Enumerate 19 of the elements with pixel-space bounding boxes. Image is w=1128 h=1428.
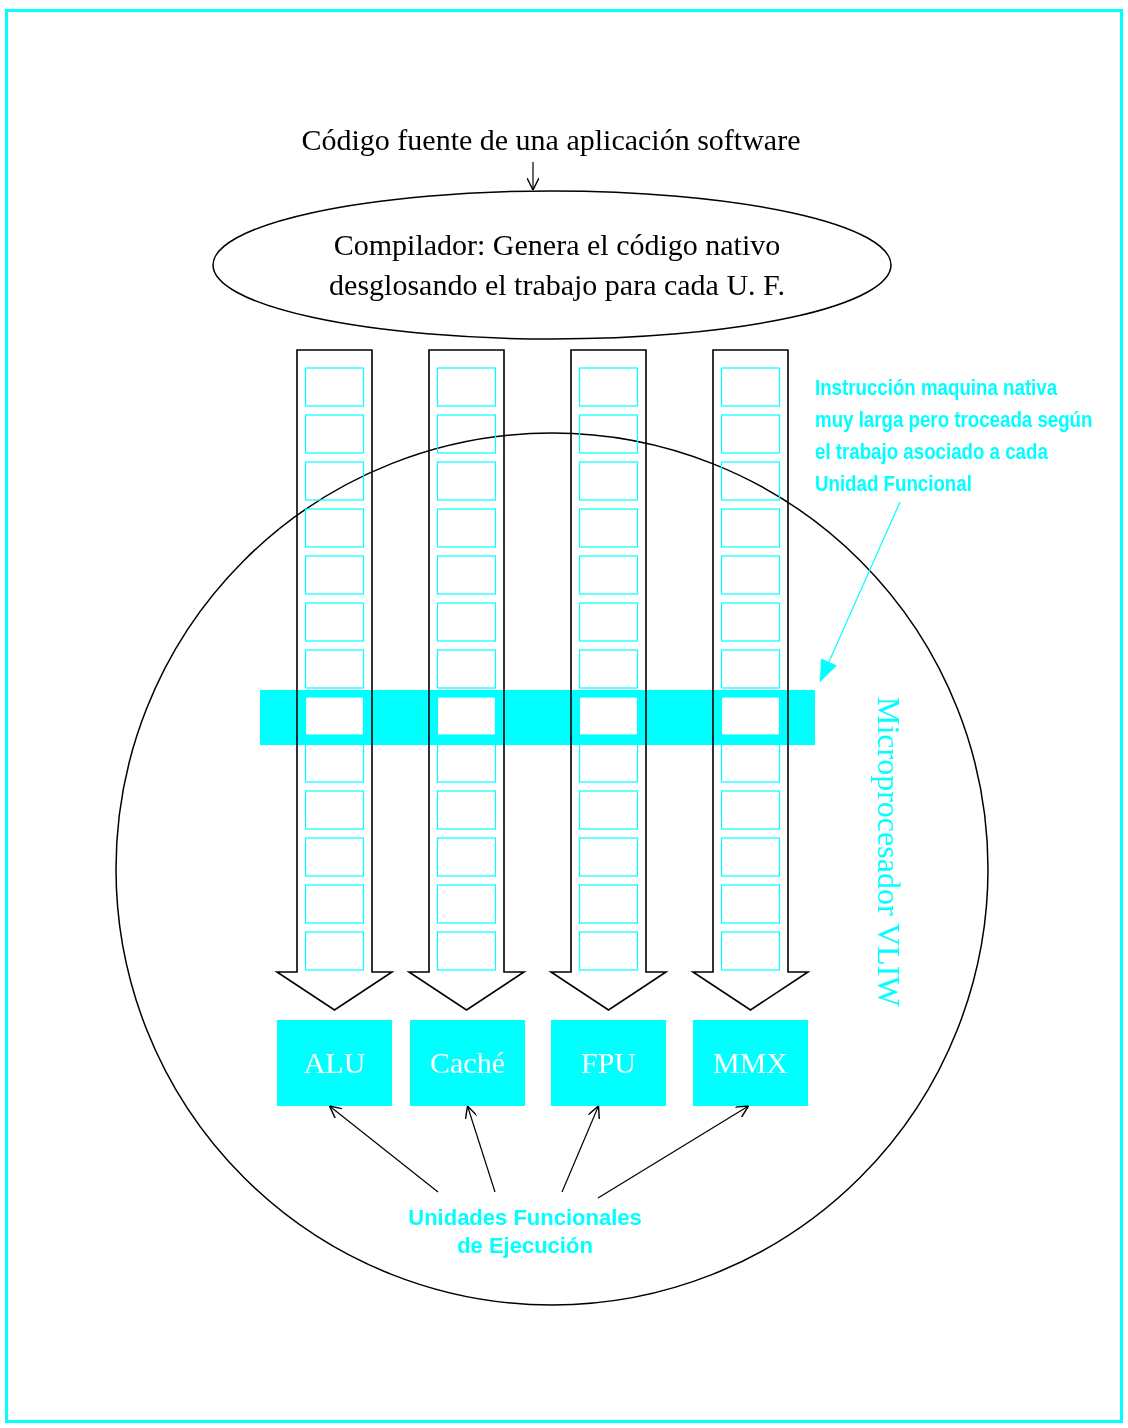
compiler-label: Compilador: Genera el código nativo desglosando el trabajo para cada U. F. xyxy=(328,227,786,303)
arrow xyxy=(328,1105,439,1193)
source-code-text: Código fuente de una aplicación software xyxy=(255,120,847,162)
hollow-arrow xyxy=(548,349,669,1011)
processor-label: Microprocesador VLIW xyxy=(870,697,907,1007)
hollow-arrow xyxy=(274,349,395,1011)
arrow xyxy=(597,1105,750,1199)
hollow-arrow xyxy=(690,349,811,1011)
leader-arrow xyxy=(819,501,901,683)
hollow-arrow xyxy=(406,349,527,1011)
arrow xyxy=(561,1105,601,1193)
arrow xyxy=(526,161,540,191)
instruction-note: Instrucción maquina nativa muy larga pero troceada según el trabajo asociado a cada Unidad Funcional xyxy=(815,372,1096,502)
unit-box: FPU xyxy=(551,1020,666,1106)
units-caption: Unidades Funcionales de Ejecución xyxy=(395,1204,655,1264)
unit-box: ALU xyxy=(277,1020,392,1106)
arrow xyxy=(464,1105,496,1193)
unit-box: MMX xyxy=(693,1020,808,1106)
unit-box: Caché xyxy=(410,1020,525,1106)
